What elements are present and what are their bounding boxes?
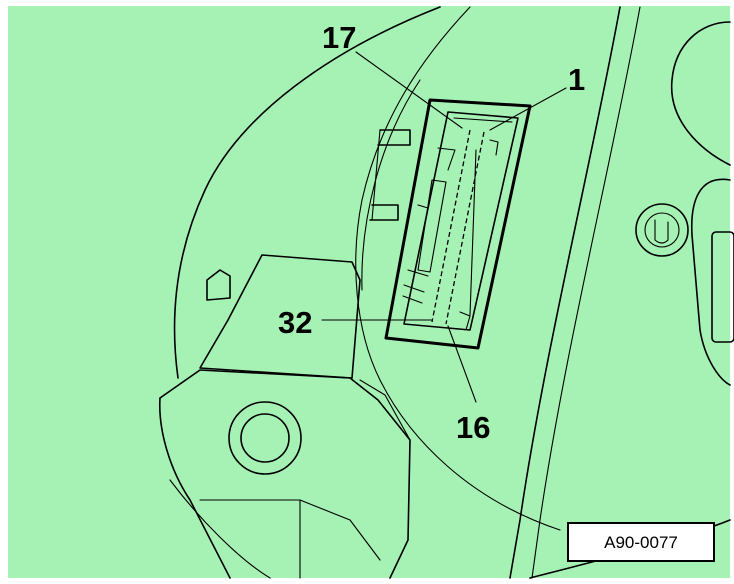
reference-code: A90-0077 — [604, 533, 678, 552]
reference-code-box: A90-0077 — [567, 522, 715, 562]
callout-16: 16 — [456, 410, 490, 445]
callout-17: 17 — [322, 20, 356, 55]
illustration-background — [8, 6, 730, 578]
mounting-lugs — [206, 129, 411, 301]
pin-row-dashed — [431, 129, 485, 325]
callout-32: 32 — [278, 305, 312, 340]
lower-bracket — [158, 254, 411, 579]
right-side-components — [635, 21, 734, 386]
connector-body — [384, 98, 532, 350]
leader-lines — [321, 51, 567, 403]
callout-1: 1 — [568, 62, 585, 97]
